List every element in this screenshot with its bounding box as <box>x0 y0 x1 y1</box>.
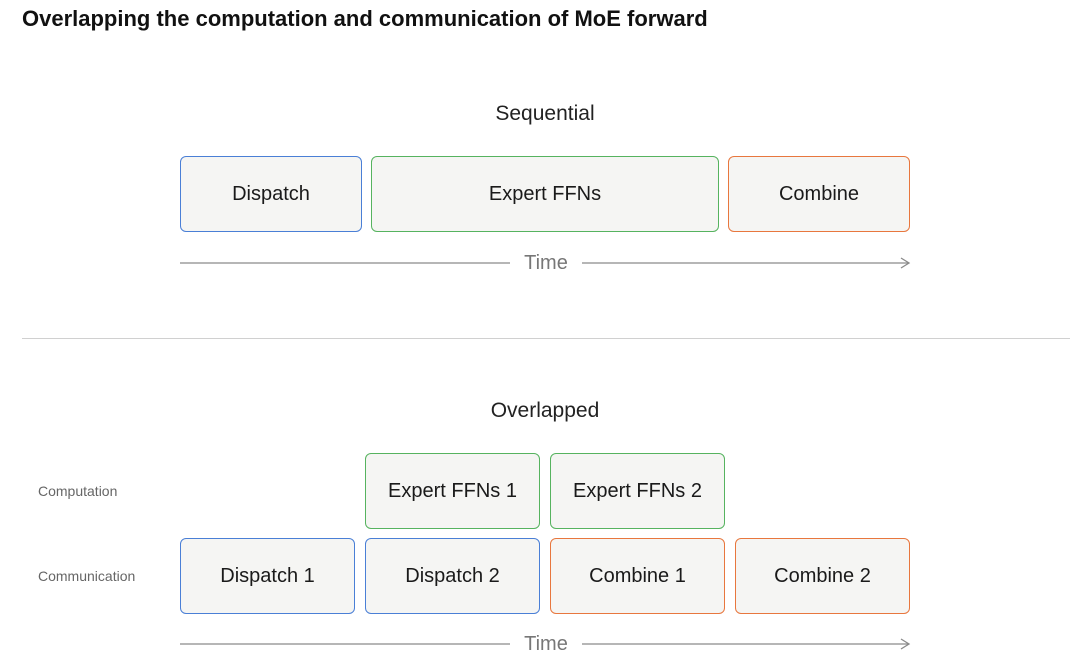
time-axis-label: Time <box>510 633 582 655</box>
sequential-time-axis: Time <box>180 251 912 275</box>
communication-row-label: Communication <box>38 568 136 584</box>
seq-combine-block: Combine <box>728 156 910 232</box>
block-label: Combine 1 <box>589 564 686 587</box>
block-label: Dispatch 2 <box>405 564 500 587</box>
block-label: Dispatch <box>232 182 310 205</box>
block-label: Combine 2 <box>774 564 871 587</box>
seq-dispatch-block: Dispatch <box>180 156 362 232</box>
time-axis-label: Time <box>510 252 582 274</box>
section-divider <box>22 338 1070 339</box>
block-label: Combine <box>778 182 860 205</box>
expert-ffns-2-block: Expert FFNs 2 <box>550 453 725 529</box>
page-title: Overlapping the computation and communic… <box>22 6 708 31</box>
computation-row-label: Computation <box>38 483 118 499</box>
block-label: Expert FFNs 2 <box>573 479 702 502</box>
block-label: Dispatch 1 <box>220 564 315 587</box>
dispatch-1-block: Dispatch 1 <box>180 538 355 614</box>
combine-1-block: Combine 1 <box>550 538 725 614</box>
overlapped-time-axis: Time <box>180 632 912 656</box>
block-label: Expert FFNs 1 <box>388 479 517 502</box>
combine-2-block: Combine 2 <box>735 538 910 614</box>
sequential-title: Sequential <box>495 102 595 125</box>
overlapped-title: Overlapped <box>490 399 600 422</box>
seq-expert-ffns-block: Expert FFNs <box>371 156 719 232</box>
expert-ffns-1-block: Expert FFNs 1 <box>365 453 540 529</box>
block-label: Expert FFNs <box>488 182 602 205</box>
dispatch-2-block: Dispatch 2 <box>365 538 540 614</box>
